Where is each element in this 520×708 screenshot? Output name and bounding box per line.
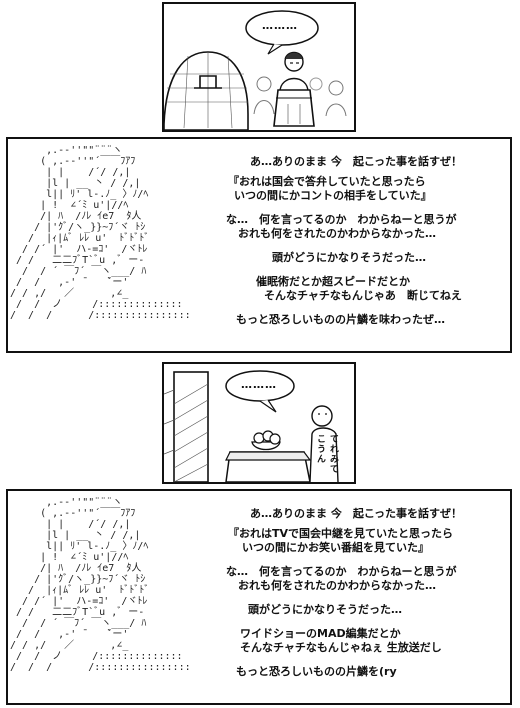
panel4-narration: あ…ありのまま 今 起こった事を話すぜ！ 『おれはTVで国会中継を見ていたと思っ… xyxy=(220,507,462,679)
narration-line: そんなチャチなもんじゃねぇ 生放送だし xyxy=(240,641,442,654)
panel1-drawing xyxy=(164,10,347,130)
narration-line: あ…ありのまま 今 起こった事を話すぜ！ xyxy=(250,155,463,168)
narration-line: 頭がどうにかなりそうだった… xyxy=(272,251,426,264)
narration-line: もっと恐ろしいものの片鱗を(ry xyxy=(236,665,397,678)
narration-line: おれも何をされたのかわからなかった… xyxy=(238,579,436,592)
comic-panel-2: ,.-‐''""¨¨¨ヽ ( ,.-‐''"´￣￣ﾌｱﾌ | | /´/ /,|… xyxy=(6,137,512,353)
narration-line: いつの間にかお笑い番組を見ていた』 xyxy=(242,541,429,554)
comic-panel-1: ……… xyxy=(162,2,356,132)
narration-line: な… 何を言ってるのか わからねーと思うが xyxy=(226,565,457,578)
comic-panel-4: ,.-‐''""¨¨¨ヽ ( ,.-‐''"´￣￣ﾌｱﾌ | | /´/ /,|… xyxy=(6,489,512,705)
panel3-speech-bubble-text: ……… xyxy=(241,378,277,391)
narration-line: 『おれはTVで国会中継を見ていたと思ったら xyxy=(228,527,454,540)
panel1-speech-bubble-text: ……… xyxy=(262,19,298,32)
narration-line: もっと恐ろしいものの片鱗を味わったぜ… xyxy=(236,313,445,326)
panel3-drawing xyxy=(164,370,339,482)
panel4-ascii-art-figure: ,.-‐''""¨¨¨ヽ ( ,.-‐''"´￣￣ﾌｱﾌ | | /´/ /,|… xyxy=(10,497,191,673)
comic-panel-3: ……… てれみてこうん xyxy=(162,362,356,484)
narration-line: ワイドショーのMAD編集だとか xyxy=(240,627,401,640)
narration-line: 頭がどうにかなりそうだった… xyxy=(248,603,402,616)
narration-line: いつの間にかコントの相手をしていた』 xyxy=(234,189,432,202)
panel3-body-text: てれみてこうん xyxy=(315,434,338,474)
narration-line: あ…ありのまま 今 起こった事を話すぜ！ xyxy=(250,507,463,520)
panel2-ascii-art-figure: ,.-‐''""¨¨¨ヽ ( ,.-‐''"´￣￣ﾌｱﾌ | | /´/ /,|… xyxy=(10,145,191,321)
narration-line: そんなチャチなもんじゃあ 断じてねえ xyxy=(264,289,462,302)
narration-line: おれも何をされたのかわからなかった… xyxy=(238,227,436,240)
panel2-narration: あ…ありのまま 今 起こった事を話すぜ！ 『おれは国会で答弁していたと思ったら … xyxy=(220,155,462,327)
narration-line: 『おれは国会で答弁していたと思ったら xyxy=(228,175,426,188)
narration-line: 催眠術だとか超スピードだとか xyxy=(256,275,410,288)
narration-line: な… 何を言ってるのか わからねーと思うが xyxy=(226,213,457,226)
